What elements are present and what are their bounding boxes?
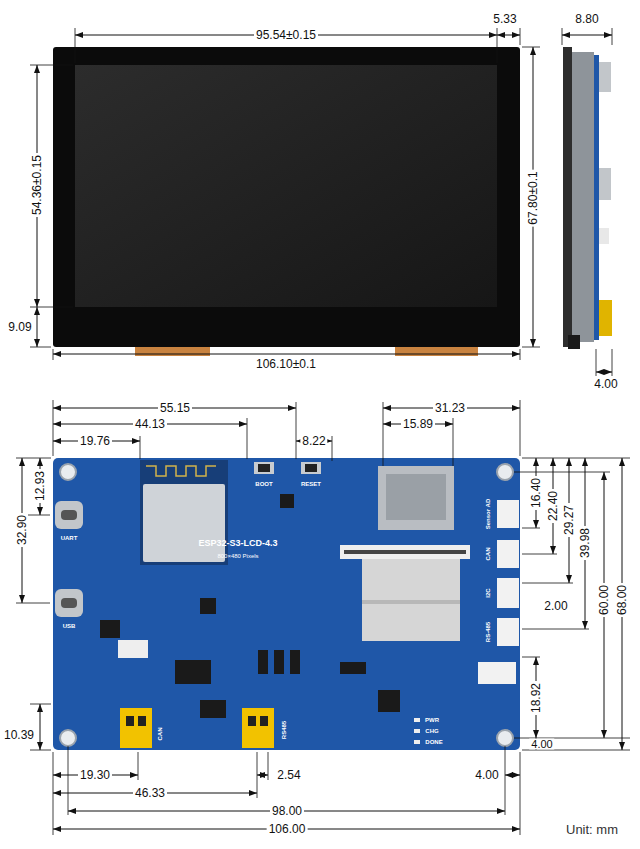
- dimension-value: 8.80: [573, 13, 600, 25]
- dimension-value: 9.09: [6, 321, 33, 333]
- silkscreen-label: BOOT: [255, 481, 272, 487]
- dimension-value: 46.33: [133, 787, 167, 799]
- silkscreen-label: CAN: [485, 548, 491, 561]
- silkscreen-label: UART: [61, 535, 78, 541]
- extension-line: [520, 28, 521, 45]
- extension-line: [16, 603, 50, 604]
- extension-line: [68, 746, 69, 815]
- dimension-line: [596, 372, 612, 373]
- extension-line: [30, 347, 51, 348]
- extension-line: [514, 472, 610, 473]
- silkscreen-label: CHG: [425, 728, 438, 734]
- dimension-value: 19.76: [78, 435, 112, 447]
- dimension-line: [257, 775, 268, 776]
- dimension-value: 55.15: [158, 402, 192, 414]
- dimension-value: 39.98: [579, 526, 591, 560]
- extension-line: [453, 418, 454, 466]
- dimension-value: 19.30: [78, 769, 112, 781]
- extension-line: [522, 657, 540, 658]
- silkscreen-label: USB: [63, 623, 76, 629]
- silkscreen-label: Sensor AD: [485, 499, 491, 529]
- extension-line: [75, 28, 76, 63]
- board-name: ESP32-S3-LCD-4.3: [198, 539, 277, 548]
- extension-line: [522, 554, 557, 555]
- extension-line: [505, 746, 506, 815]
- dimension-value: 4.00: [529, 739, 554, 750]
- extension-line: [296, 402, 297, 459]
- extension-line: [30, 65, 73, 66]
- dimension-value: 12.93: [34, 469, 46, 503]
- dimension-value: 60.00: [598, 583, 610, 617]
- dimension-value: 22.40: [547, 489, 559, 523]
- dimension-value: 31.23: [433, 402, 467, 414]
- extension-line: [522, 629, 589, 630]
- extension-line: [520, 752, 521, 835]
- extension-line: [30, 307, 73, 308]
- dimension-value: 95.54±0.15: [254, 29, 318, 41]
- board-resolution: 800×480 Pixels: [217, 553, 258, 559]
- dimension-value: 2.54: [275, 769, 302, 781]
- extension-line: [612, 28, 613, 45]
- extension-line: [497, 28, 498, 63]
- dimension-line: [505, 775, 520, 776]
- extension-line: [522, 583, 573, 584]
- extension-line: [522, 47, 540, 48]
- pcb-board: ESP32-S3-LCD-4.3 800×480 Pixels: [53, 458, 520, 750]
- dimension-value: 4.00: [473, 769, 500, 781]
- dimension-value: 29.27: [563, 503, 575, 537]
- dimension-value: 54.36±0.15: [31, 153, 43, 217]
- silkscreen-label: DONE: [425, 739, 442, 745]
- dimension-value: 5.33: [491, 13, 518, 25]
- extension-line: [140, 436, 141, 459]
- unit-note: Unit: mm: [566, 823, 618, 836]
- silkscreen-label: CAN: [157, 728, 163, 741]
- dimension-value: 44.13: [133, 418, 167, 430]
- silkscreen-label: RS485: [281, 721, 287, 739]
- dimension-line: [37, 307, 38, 347]
- dimension-value: 2.00: [542, 600, 569, 612]
- dimension-line: [562, 35, 612, 36]
- dimension-value: 32.90: [16, 513, 28, 547]
- extension-line: [522, 528, 540, 529]
- dimension-value: 67.80±0.1: [527, 169, 539, 226]
- extension-line: [522, 347, 540, 348]
- dimension-value: 68.00: [616, 583, 628, 617]
- dimension-line: [40, 704, 41, 750]
- extension-line: [383, 402, 384, 466]
- dimension-line: [53, 354, 520, 355]
- dimension-value: 15.89: [401, 418, 435, 430]
- dimension-value: 10.39: [2, 729, 36, 741]
- extension-line: [522, 458, 630, 459]
- extension-line: [16, 458, 51, 459]
- silkscreen-label: PWR: [425, 717, 439, 723]
- dimension-value: 98.00: [270, 805, 304, 817]
- dimension-value: 106.00: [267, 823, 308, 835]
- dimension-value: 4.00: [592, 378, 619, 390]
- dimension-line: [497, 35, 520, 36]
- silkscreen-label: RS-485: [485, 622, 491, 642]
- dimension-value: 106.10±0.1: [254, 358, 318, 370]
- extension-line: [138, 752, 139, 780]
- dimension-value: 16.40: [530, 476, 542, 510]
- dimension-value: 8.22: [300, 435, 327, 447]
- silkscreen-label: RESET: [301, 481, 321, 487]
- extension-line: [522, 750, 630, 751]
- extension-line: [332, 436, 333, 461]
- extension-line: [268, 752, 269, 780]
- dimension-value: 18.92: [530, 681, 542, 715]
- extension-line: [562, 28, 563, 45]
- silkscreen-label: I2C: [485, 588, 491, 597]
